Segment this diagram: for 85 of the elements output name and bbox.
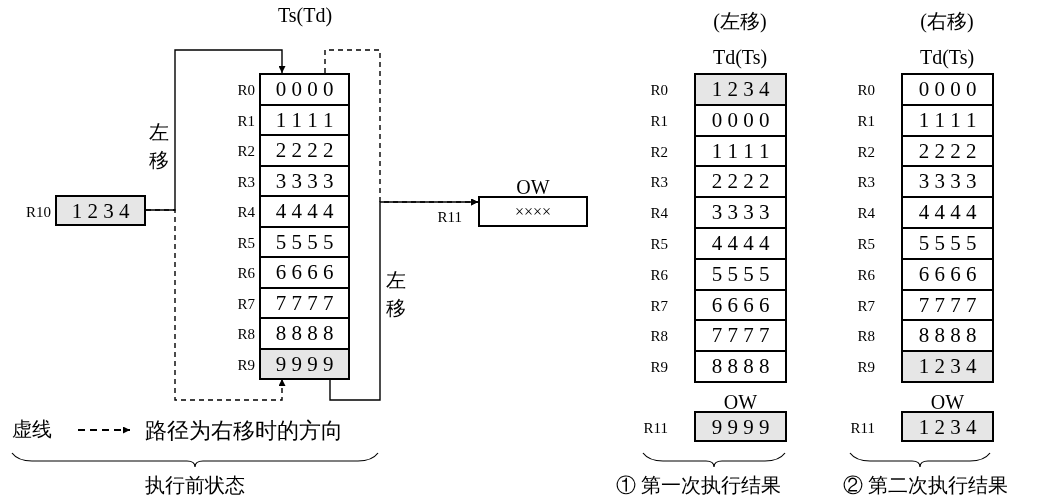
register-label: R0 [650,81,668,99]
register-value: 7 7 7 7 [274,289,335,316]
register-label: R7 [857,296,875,315]
register-value: 8 8 8 8 [917,322,978,349]
register-value: 1 2 3 4 [710,76,771,102]
register-label: R11 [850,419,875,437]
shift-label: 左移 [149,120,169,173]
register-label: R4 [650,204,668,223]
register-value: ×××× [513,202,553,222]
register-value: 2 2 2 2 [274,137,335,163]
caption: 执行前状态 [145,473,245,498]
register-label: R0 [237,81,255,99]
register-label: R5 [237,233,255,252]
shift-label: 左移 [386,268,406,321]
register-label: R9 [650,358,668,377]
register-value: 4 4 4 4 [710,230,771,256]
register-value: 5 5 5 5 [710,260,771,287]
register-value: 1 1 1 1 [274,106,335,133]
register-value: 7 7 7 7 [710,322,771,349]
register-label: R4 [237,203,255,221]
column-heading: (左移) [713,9,767,34]
register-value: 1 1 1 1 [917,106,978,133]
register-label: R6 [857,265,875,284]
register-value: 3 3 3 3 [274,167,335,194]
register-label: R7 [650,296,668,315]
register-label: R1 [650,111,668,130]
register-value: 4 4 4 4 [917,199,978,226]
register-label: R11 [643,419,668,437]
caption: ② 第二次执行结果 [842,473,1008,498]
legend-prefix: 虚线 [12,417,52,442]
register-value: 5 5 5 5 [917,230,978,256]
register-label: R1 [237,111,255,130]
arrow [324,49,479,206]
column-heading: Td(Ts) [919,46,975,69]
register-value: 5 5 5 5 [274,228,335,255]
register-value: 1 2 3 4 [70,198,131,224]
register-label: R3 [857,173,875,192]
caption: ① 第一次执行结果 [615,473,781,498]
register-value: 3 3 3 3 [917,168,978,195]
register-value: 8 8 8 8 [710,353,771,380]
register-label: R6 [650,265,668,284]
column-heading: (右移) [920,9,974,34]
register-heading: OW [722,391,759,413]
register-value: 8 8 8 8 [274,320,335,346]
register-label: R5 [650,235,668,253]
register-label: R11 [437,208,462,226]
register-label: R6 [237,264,255,282]
register-label: R0 [857,81,875,99]
register-label: R2 [650,142,668,161]
register-value: 6 6 6 6 [917,260,978,287]
register-label: R2 [237,142,255,160]
register-label: R5 [857,235,875,253]
register-label: R8 [650,327,668,346]
register-label: R3 [237,172,255,191]
register-heading: OW [929,391,966,413]
register-value: 0 0 0 0 [917,76,978,102]
column-heading: Td(Ts) [712,46,768,69]
register-value: 1 2 3 4 [917,353,978,380]
register-value: 1 2 3 4 [917,414,978,440]
column-heading: Ts(Td) [277,4,333,27]
register-value: 6 6 6 6 [710,291,771,318]
register-label: R2 [857,142,875,161]
register-label: R8 [857,327,875,346]
register-value: 0 0 0 0 [710,106,771,133]
legend-text: 路径为右移时的方向 [145,417,343,445]
register-value: 3 3 3 3 [710,199,771,226]
register-label: R8 [237,325,255,343]
register-value: 4 4 4 4 [274,198,335,224]
register-value: 2 2 2 2 [710,168,771,195]
register-label: R9 [237,355,255,374]
register-value: 9 9 9 9 [274,350,335,377]
register-value: 2 2 2 2 [917,137,978,164]
register-value: 9 9 9 9 [710,414,771,440]
register-label: R1 [857,111,875,130]
register-label: R9 [857,358,875,377]
register-label: R10 [26,203,51,221]
register-value: 0 0 0 0 [274,76,335,102]
register-label: R7 [237,294,255,313]
register-heading: OW [515,176,551,198]
register-value: 6 6 6 6 [274,259,335,285]
register-value: 7 7 7 7 [917,291,978,318]
register-value: 1 1 1 1 [710,137,771,164]
arrow [145,209,286,401]
register-label: R4 [857,204,875,223]
register-label: R3 [650,173,668,192]
